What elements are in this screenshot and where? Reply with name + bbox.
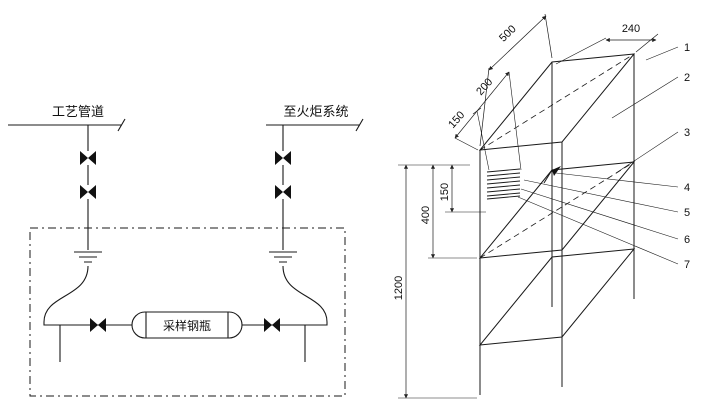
callouts: 1 2 3 4 5 6 7	[517, 42, 690, 271]
callout-7: 7	[684, 259, 690, 271]
dim-400-label: 400	[420, 206, 432, 224]
louver-vent	[486, 168, 521, 200]
callout-3: 3	[684, 127, 690, 139]
valve-symbols	[80, 151, 291, 332]
handle-stem	[543, 169, 553, 184]
dimension-150-200: 150 200	[446, 71, 522, 171]
dim-1200-label: 1200	[393, 276, 405, 300]
isometric-drawing: 500 240 150 200 150 400 1200	[393, 13, 690, 399]
process-pipeline-label: 工艺管道	[52, 104, 104, 119]
pipe-lines	[43, 125, 328, 362]
dim-500-line	[488, 15, 547, 71]
dim-150-top-label: 150	[446, 109, 467, 131]
sample-cylinder	[131, 311, 243, 339]
dim-240-label: 240	[622, 23, 640, 35]
dim-500-label: 500	[497, 23, 519, 44]
dim-chain-extensions	[454, 71, 522, 171]
dim-200-label: 200	[474, 76, 495, 98]
ground-symbols	[74, 251, 297, 263]
dim-chain-line	[454, 71, 510, 139]
cabinet-edges	[478, 53, 636, 395]
hidden-diagonals	[479, 53, 635, 259]
dim-240-extensions	[555, 33, 659, 65]
callout-1: 1	[684, 42, 690, 54]
callout-leader-lines	[517, 46, 679, 265]
dimension-500: 500	[479, 13, 553, 147]
cabinet-boundary	[29, 227, 346, 397]
pid-schematic: 工艺管道 至火炬系统 采样钢瓶	[8, 104, 364, 397]
valve-handle-icon	[543, 166, 561, 184]
dimension-240: 240	[555, 23, 659, 65]
dimensions-vertical: 150 400 1200	[393, 164, 486, 399]
callout-5: 5	[684, 207, 690, 219]
flare-system-label: 至火炬系统	[283, 104, 348, 119]
callout-2: 2	[684, 72, 690, 84]
callout-4: 4	[684, 182, 690, 194]
cylinder-seams	[145, 312, 229, 338]
callout-6: 6	[684, 234, 690, 246]
dim-150-side-label: 150	[439, 183, 451, 201]
pipe-header-lines	[8, 118, 364, 132]
sample-cylinder-label: 采样钢瓶	[163, 318, 211, 333]
cabinet-stretchers	[478, 248, 636, 346]
handle-flag	[552, 166, 561, 176]
